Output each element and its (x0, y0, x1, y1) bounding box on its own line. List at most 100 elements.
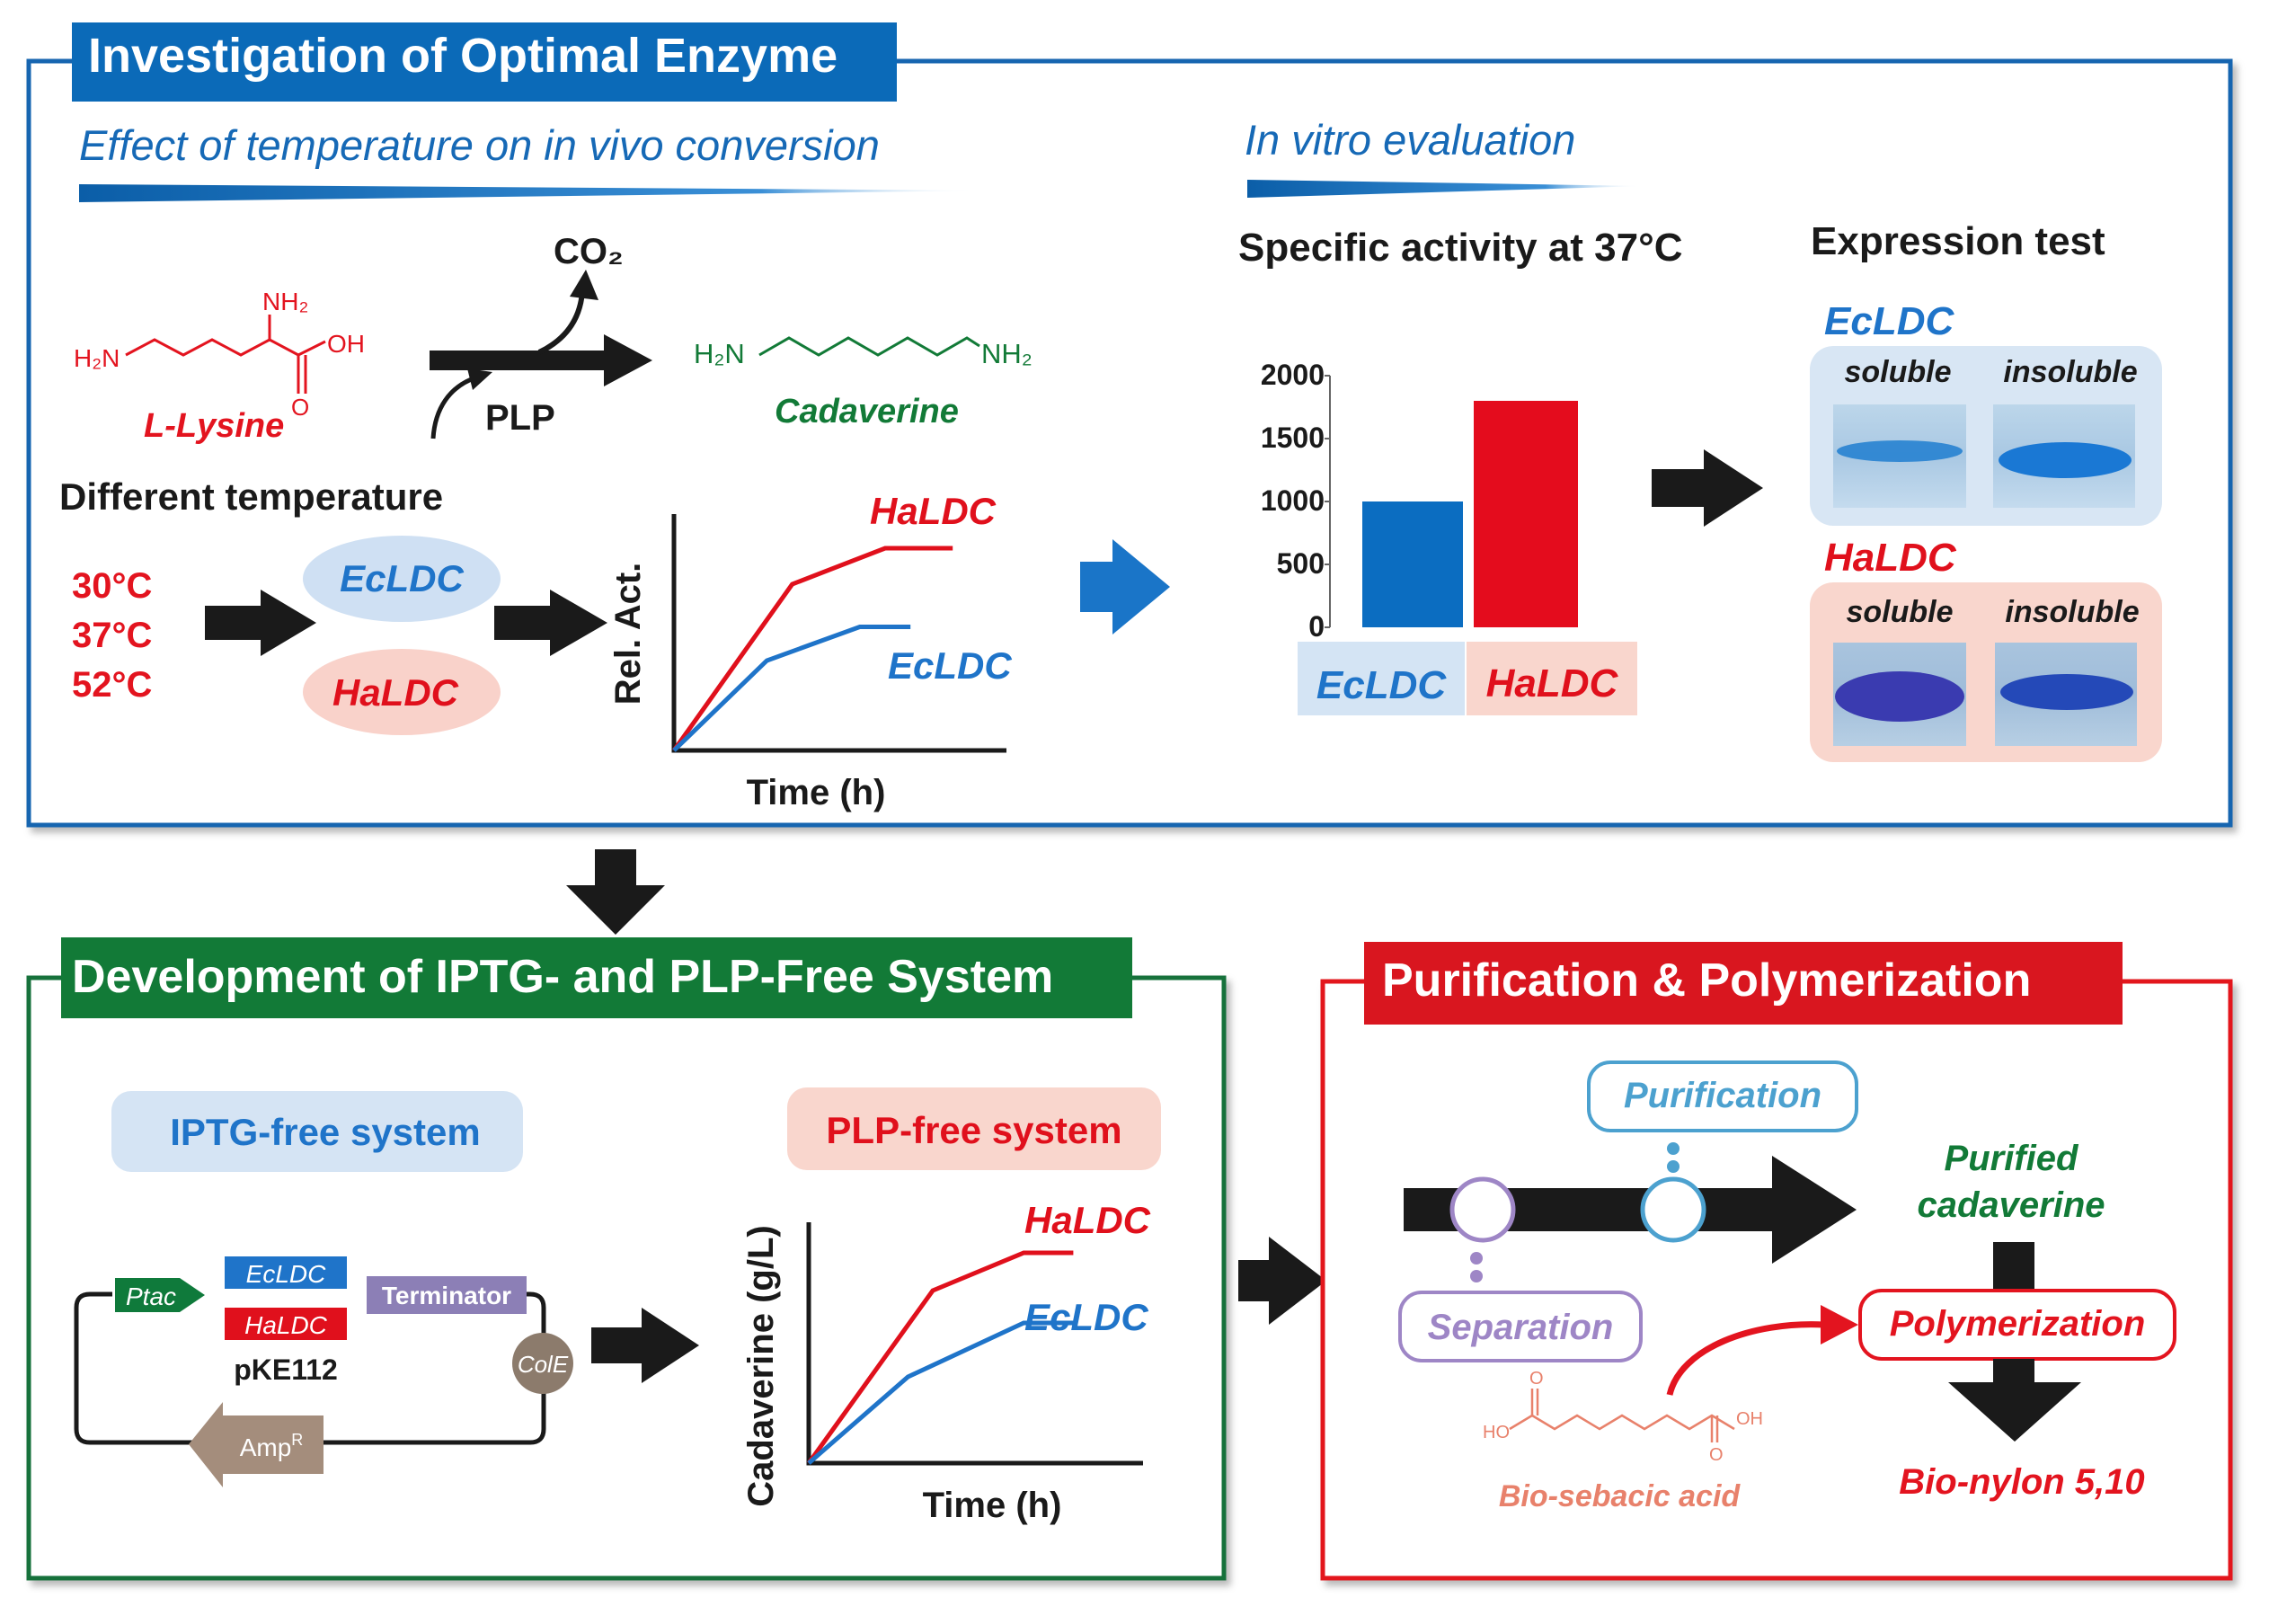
enzyme-to-plot-arrow (494, 590, 607, 656)
cole-origin (512, 1333, 573, 1394)
expression-heading: Expression test (1811, 219, 2105, 263)
separation-node (1449, 1176, 1516, 1243)
panel-system-title: Development of IPTG- and PLP-Free System (72, 951, 1053, 1003)
bar-tick-0: 0 (1308, 610, 1325, 643)
ptac-label: Ptac (126, 1282, 176, 1310)
expression-ecldc-label: EcLDC (1824, 299, 1954, 343)
temperature-52: 52°C (72, 665, 152, 705)
rel-act-ecldc-line (672, 625, 911, 752)
ampr-label-sup: R (291, 1431, 303, 1449)
temperature-37: 37°C (72, 616, 152, 655)
bar-tick-1000: 1000 (1261, 484, 1325, 517)
lysine-acid-label: OH (327, 330, 365, 358)
bar-haldc (1474, 401, 1578, 627)
sebacic-acid-structure (1509, 1389, 1735, 1442)
cadaverine-ecldc-label: EcLDC (1024, 1296, 1148, 1338)
purification-dot-1 (1667, 1142, 1680, 1155)
cadaverine-structure (758, 336, 980, 357)
bar-chart: 2000 1500 1000 500 0 EcLDC HaLDC (1261, 359, 1637, 715)
sebacic-o-top: O (1529, 1369, 1544, 1389)
purification-node (1640, 1176, 1706, 1243)
section-in-vivo-heading: Effect of temperature on in vivo convers… (79, 121, 880, 169)
plasmid-name: pKE112 (234, 1353, 338, 1386)
expression-haldc-label: HaLDC (1824, 536, 1957, 580)
rel-act-ylabel: Rel. Act. (608, 563, 648, 706)
gel-ecldc-soluble-label: soluble (1844, 355, 1951, 389)
ampr-label-main: Amp (240, 1433, 292, 1461)
panel2-to-panel3-arrow (1238, 1237, 1326, 1325)
cadaverine-haldc-line (806, 1250, 1074, 1465)
temperature-arrow (205, 590, 316, 656)
rel-act-haldc-label: HaLDC (870, 490, 997, 532)
bar-tick-1500: 1500 (1261, 422, 1325, 454)
separation-box (1398, 1291, 1643, 1362)
co2-label: CO₂ (554, 232, 624, 271)
lysine-amino-label: NH₂ (262, 288, 308, 315)
section-in-vitro-heading: In vitro evaluation (1245, 116, 1575, 164)
ecldc-ellipse (303, 536, 501, 622)
polymerization-label: Polymerization (1890, 1304, 2146, 1344)
plp-cofactor-label: PLP (485, 398, 555, 438)
purified-cadaverine-line2: cadaverine (1917, 1185, 2105, 1225)
haldc-ellipse (303, 649, 501, 735)
plp-free-box (787, 1087, 1161, 1170)
ampr-marker (189, 1402, 324, 1487)
gel-ecldc-insoluble-band (1999, 442, 2132, 478)
panel-investigation-title-bar (72, 22, 897, 102)
gel-haldc-insoluble-label: insoluble (2005, 595, 2139, 629)
sebacic-o-bottom: O (1709, 1445, 1724, 1465)
bar-label-haldc-box (1467, 642, 1637, 715)
iptg-free-label: IPTG-free system (170, 1111, 480, 1153)
bar-ecldc (1362, 501, 1463, 627)
section-in-vitro-underline (1247, 180, 1644, 198)
iptg-free-box (111, 1091, 523, 1172)
purification-dot-2 (1667, 1160, 1680, 1173)
gel-haldc-soluble-label: soluble (1846, 595, 1953, 629)
lysine-name: L-Lysine (144, 407, 284, 445)
bar-label-haldc: HaLDC (1486, 661, 1619, 706)
cadaverine-amine-left: H₂N (694, 338, 745, 369)
plp-free-label: PLP-free system (826, 1109, 1121, 1151)
temperature-heading: Different temperature (59, 475, 443, 518)
rel-act-xlabel: Time (h) (747, 773, 886, 812)
bar-label-ecldc: EcLDC (1316, 663, 1447, 707)
cadaverine-haldc-label: HaLDC (1024, 1199, 1151, 1241)
rel-act-plot (671, 514, 1006, 753)
purification-box (1587, 1060, 1858, 1132)
cadaverine-name: Cadaverine (775, 393, 959, 430)
down-arrow (566, 849, 665, 935)
gene-haldc (225, 1308, 347, 1340)
panel-purification-title: Purification & Polymerization (1382, 954, 2031, 1007)
purification-label: Purification (1624, 1076, 1821, 1115)
gel-ecldc-soluble-band (1837, 440, 1963, 462)
gene-ecldc (225, 1256, 347, 1289)
cadaverine-ylabel: Cadaverine (g/L) (741, 1225, 781, 1506)
cadaverine-xlabel: Time (h) (923, 1486, 1062, 1525)
plasmid-map (74, 1256, 573, 1487)
purified-cadaverine-line1: Purified (1945, 1139, 2079, 1178)
bar-label-ecldc-box (1298, 642, 1465, 715)
bio-nylon-label: Bio-nylon 5,10 (1899, 1462, 2144, 1502)
section-in-vivo-underline (79, 184, 988, 202)
rel-act-ecldc-label: EcLDC (888, 644, 1012, 687)
gene-haldc-label: HaLDC (244, 1311, 328, 1339)
polymer-down-arrow (1948, 1359, 2081, 1442)
separation-label: Separation (1428, 1308, 1614, 1347)
bar-chart-heading: Specific activity at 37°C (1238, 226, 1682, 270)
rel-act-haldc-line (671, 546, 953, 752)
sebacic-ho: HO (1483, 1423, 1510, 1442)
bar-to-gel-arrow (1652, 449, 1763, 527)
cadaverine-plot (806, 1222, 1143, 1466)
bar-tick-500: 500 (1277, 547, 1325, 580)
ampr-label: AmpR (240, 1431, 304, 1461)
panel-investigation-title: Investigation of Optimal Enzyme (88, 29, 838, 83)
sebacic-to-polymer-arrow (1666, 1305, 1858, 1396)
ptac-promoter (115, 1278, 205, 1312)
bar-tick-2000: 2000 (1261, 359, 1325, 391)
blue-transition-arrow (1080, 539, 1170, 635)
gel-ecldc-insoluble-label: insoluble (2003, 355, 2137, 389)
separation-dot-2 (1470, 1270, 1483, 1282)
cole-label: ColE (518, 1351, 569, 1378)
gene-ecldc-label: EcLDC (246, 1260, 326, 1288)
